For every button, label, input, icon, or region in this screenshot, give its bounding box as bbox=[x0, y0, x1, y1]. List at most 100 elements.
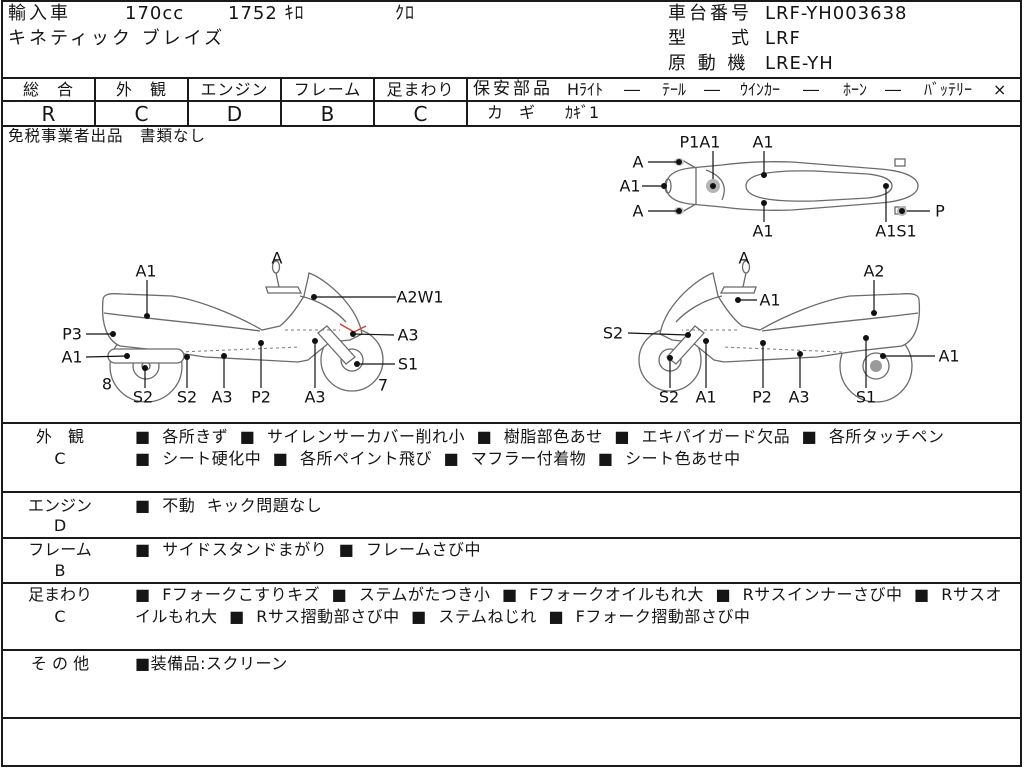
remark-text: ■ 各所きず ■ サイレンサーカバー削れ小 ■ 樹脂部色あせ ■ エキパイガード… bbox=[135, 428, 945, 446]
remark-grade: C bbox=[54, 449, 66, 468]
safety-item-battery: ﾊﾞｯﾃﾘｰ bbox=[924, 80, 973, 99]
divider bbox=[2, 649, 1021, 651]
frame-number: LRF-YH003638 bbox=[765, 3, 908, 24]
remark-label-frame: フレーム bbox=[28, 540, 92, 559]
remark-label-engine: エンジン bbox=[27, 496, 92, 515]
grade-cell-frame: フレーム B bbox=[281, 78, 374, 126]
damage-code-label: A3 bbox=[211, 388, 232, 407]
rear-hub bbox=[870, 360, 882, 372]
remark-label-exterior: 外 観 bbox=[35, 427, 84, 446]
damage-code-label: A bbox=[633, 153, 644, 172]
safety-item-horn: ﾎｰﾝ bbox=[843, 80, 868, 99]
diagram-note: 免税事業者出品 書類なし bbox=[8, 127, 207, 145]
damage-diagram: P1A1 A1 A A1 A A1 A1S1 P A A1 A2W1 P3 A3… bbox=[61, 133, 959, 407]
grade-label: 外 観 bbox=[115, 80, 167, 99]
damage-code-label: A bbox=[739, 249, 750, 268]
engine-label: 原 動 機 bbox=[668, 53, 749, 74]
damage-code-label: S1 bbox=[856, 388, 876, 407]
damage-code-label: P2 bbox=[251, 388, 271, 407]
column-divider bbox=[280, 78, 282, 126]
import-label: 輸入車 bbox=[8, 3, 71, 24]
remark-text: ■ Fフォークこすりキズ ■ ステムがたつき小 ■ Fフォークオイルもれ大 ■ … bbox=[135, 586, 1003, 604]
damage-code-label: A bbox=[272, 249, 283, 268]
safety-item-headlight: Hﾗｲﾄ bbox=[567, 80, 604, 99]
damage-code-label: P1A1 bbox=[680, 133, 721, 152]
top-view-markers bbox=[642, 151, 930, 222]
damage-code-label: A3 bbox=[788, 388, 809, 407]
remark-text: ■装備品:スクリーン bbox=[135, 655, 288, 673]
mileage: 1752 ｷﾛ bbox=[228, 3, 305, 24]
damage-code-label: A bbox=[633, 202, 644, 221]
safety-item-status: ― bbox=[704, 80, 720, 99]
model-code-label: 型 式 bbox=[668, 28, 752, 49]
damage-code-label: P bbox=[935, 202, 945, 221]
remark-label-suspension: 足まわり bbox=[27, 585, 92, 604]
grade-value: B bbox=[320, 102, 335, 126]
model-code: LRF bbox=[765, 28, 801, 49]
tire-tread-label: 8 bbox=[102, 375, 112, 394]
damage-code-label: A1 bbox=[61, 348, 82, 367]
grade-label: フレーム bbox=[293, 80, 362, 99]
engine-code: LRE-YH bbox=[765, 53, 834, 74]
safety-item-taillight: ﾃｰﾙ bbox=[662, 80, 687, 99]
damage-code-label: S2 bbox=[177, 388, 197, 407]
remark-grade: C bbox=[54, 607, 66, 626]
right-side-scooter bbox=[638, 260, 921, 403]
divider bbox=[2, 100, 1021, 102]
grade-value: D bbox=[226, 102, 243, 126]
divider bbox=[2, 491, 1021, 493]
damage-code-label: A3 bbox=[397, 326, 418, 345]
grade-label: エンジン bbox=[200, 80, 269, 99]
column-divider bbox=[466, 78, 468, 126]
divider bbox=[2, 125, 1021, 127]
grade-label: 足まわり bbox=[386, 80, 455, 99]
divider bbox=[2, 422, 1021, 424]
divider bbox=[2, 537, 1021, 539]
frame-number-label: 車台番号 bbox=[668, 3, 752, 24]
divider bbox=[2, 582, 1021, 584]
grade-label: 総 合 bbox=[22, 80, 74, 99]
grade-value: C bbox=[413, 102, 428, 126]
key-value: ｶｷﾞ1 bbox=[565, 103, 600, 122]
remark-text: ■ 不動 キック問題なし bbox=[135, 497, 323, 515]
color: ｸﾛ bbox=[395, 3, 415, 24]
tire-tread-label: 7 bbox=[378, 376, 388, 395]
safety-item-status: ― bbox=[803, 80, 819, 99]
damage-code-label: A2W1 bbox=[396, 288, 443, 307]
model-name: キネティック ブレイズ bbox=[8, 28, 226, 49]
safety-item-winker: ｳｲﾝｶｰ bbox=[740, 80, 781, 99]
column-divider bbox=[373, 78, 375, 126]
grade-value: R bbox=[41, 102, 56, 126]
column-divider bbox=[94, 78, 96, 126]
displacement: 170cc bbox=[125, 3, 185, 24]
top-view-scooter bbox=[664, 158, 919, 215]
damage-code-label: A1 bbox=[759, 291, 780, 310]
damage-code-label: P3 bbox=[62, 325, 82, 344]
remark-text: イルもれ大 ■ Rサス摺動部さび中 ■ ステムねじれ ■ Fフォーク摺動部さび中 bbox=[135, 608, 751, 626]
damage-code-label: S2 bbox=[133, 388, 153, 407]
damage-code-label: A1 bbox=[752, 133, 773, 152]
remark-text: ■ サイドスタンドまがり ■ フレームさび中 bbox=[135, 541, 482, 559]
damage-code-label: A1 bbox=[135, 262, 156, 281]
damage-code-label: P2 bbox=[752, 388, 772, 407]
left-view-markers bbox=[85, 280, 396, 388]
grade-value: C bbox=[134, 102, 149, 126]
column-divider bbox=[187, 78, 189, 126]
remark-label-other: そ の 他 bbox=[30, 654, 90, 673]
divider bbox=[2, 717, 1021, 719]
damage-code-label: S1 bbox=[398, 355, 418, 374]
damage-code-label: A3 bbox=[304, 388, 325, 407]
damage-code-label: A1 bbox=[695, 388, 716, 407]
damage-code-label: A2 bbox=[863, 262, 884, 281]
safety-parts-label: 保安部品 bbox=[473, 79, 553, 99]
damage-code-label: A1 bbox=[619, 177, 640, 196]
grade-cell-suspension: 足まわり C bbox=[374, 78, 467, 126]
safety-item-status: ― bbox=[624, 80, 640, 99]
damage-code-label: A1S1 bbox=[875, 222, 916, 241]
damage-code-label: S2 bbox=[603, 324, 623, 343]
safety-item-status: ― bbox=[885, 80, 901, 99]
damage-code-label: S2 bbox=[659, 388, 679, 407]
safety-item-status: × bbox=[993, 80, 1007, 99]
